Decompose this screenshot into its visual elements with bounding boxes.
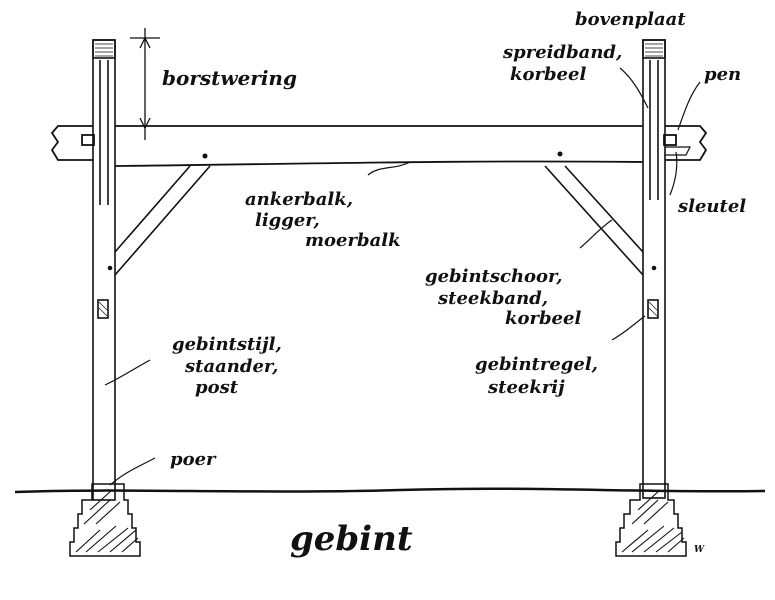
label-post: post xyxy=(195,377,239,398)
label-steekband: steekband, xyxy=(437,288,548,309)
label-korbeel-mid: korbeel xyxy=(505,308,581,329)
label-ankerbalk: ankerbalk, xyxy=(245,189,353,210)
label-gebintregel: gebintregel, xyxy=(475,354,598,375)
label-staander: staander, xyxy=(184,356,278,377)
borstwering-dimension xyxy=(130,28,160,140)
label-borstwering: borstwering xyxy=(162,66,297,90)
label-steekrij: steekrij xyxy=(487,377,565,398)
label-poer: poer xyxy=(170,449,217,470)
label-moerbalk: moerbalk xyxy=(305,230,401,251)
label-korbeel-top: korbeel xyxy=(510,64,586,85)
label-sleutel: sleutel xyxy=(677,196,746,217)
right-post xyxy=(642,39,666,499)
left-footing xyxy=(69,483,141,557)
label-pen: pen xyxy=(704,64,741,85)
right-footing xyxy=(615,483,687,557)
label-gebint: gebint xyxy=(290,519,413,559)
label-ligger: ligger, xyxy=(255,210,320,231)
artist-signature: W xyxy=(694,545,705,555)
right-brace xyxy=(544,165,644,276)
label-spreidband: spreidband, xyxy=(502,42,622,63)
anchor-beam xyxy=(50,124,708,167)
left-brace xyxy=(114,165,211,276)
label-gebintschoor: gebintschoor, xyxy=(425,266,563,287)
label-gebintstijl: gebintstijl, xyxy=(172,334,282,355)
ground-line xyxy=(14,487,766,494)
left-post xyxy=(92,39,116,501)
label-bovenplaat: bovenplaat xyxy=(575,9,686,30)
leader-lines xyxy=(104,67,701,486)
